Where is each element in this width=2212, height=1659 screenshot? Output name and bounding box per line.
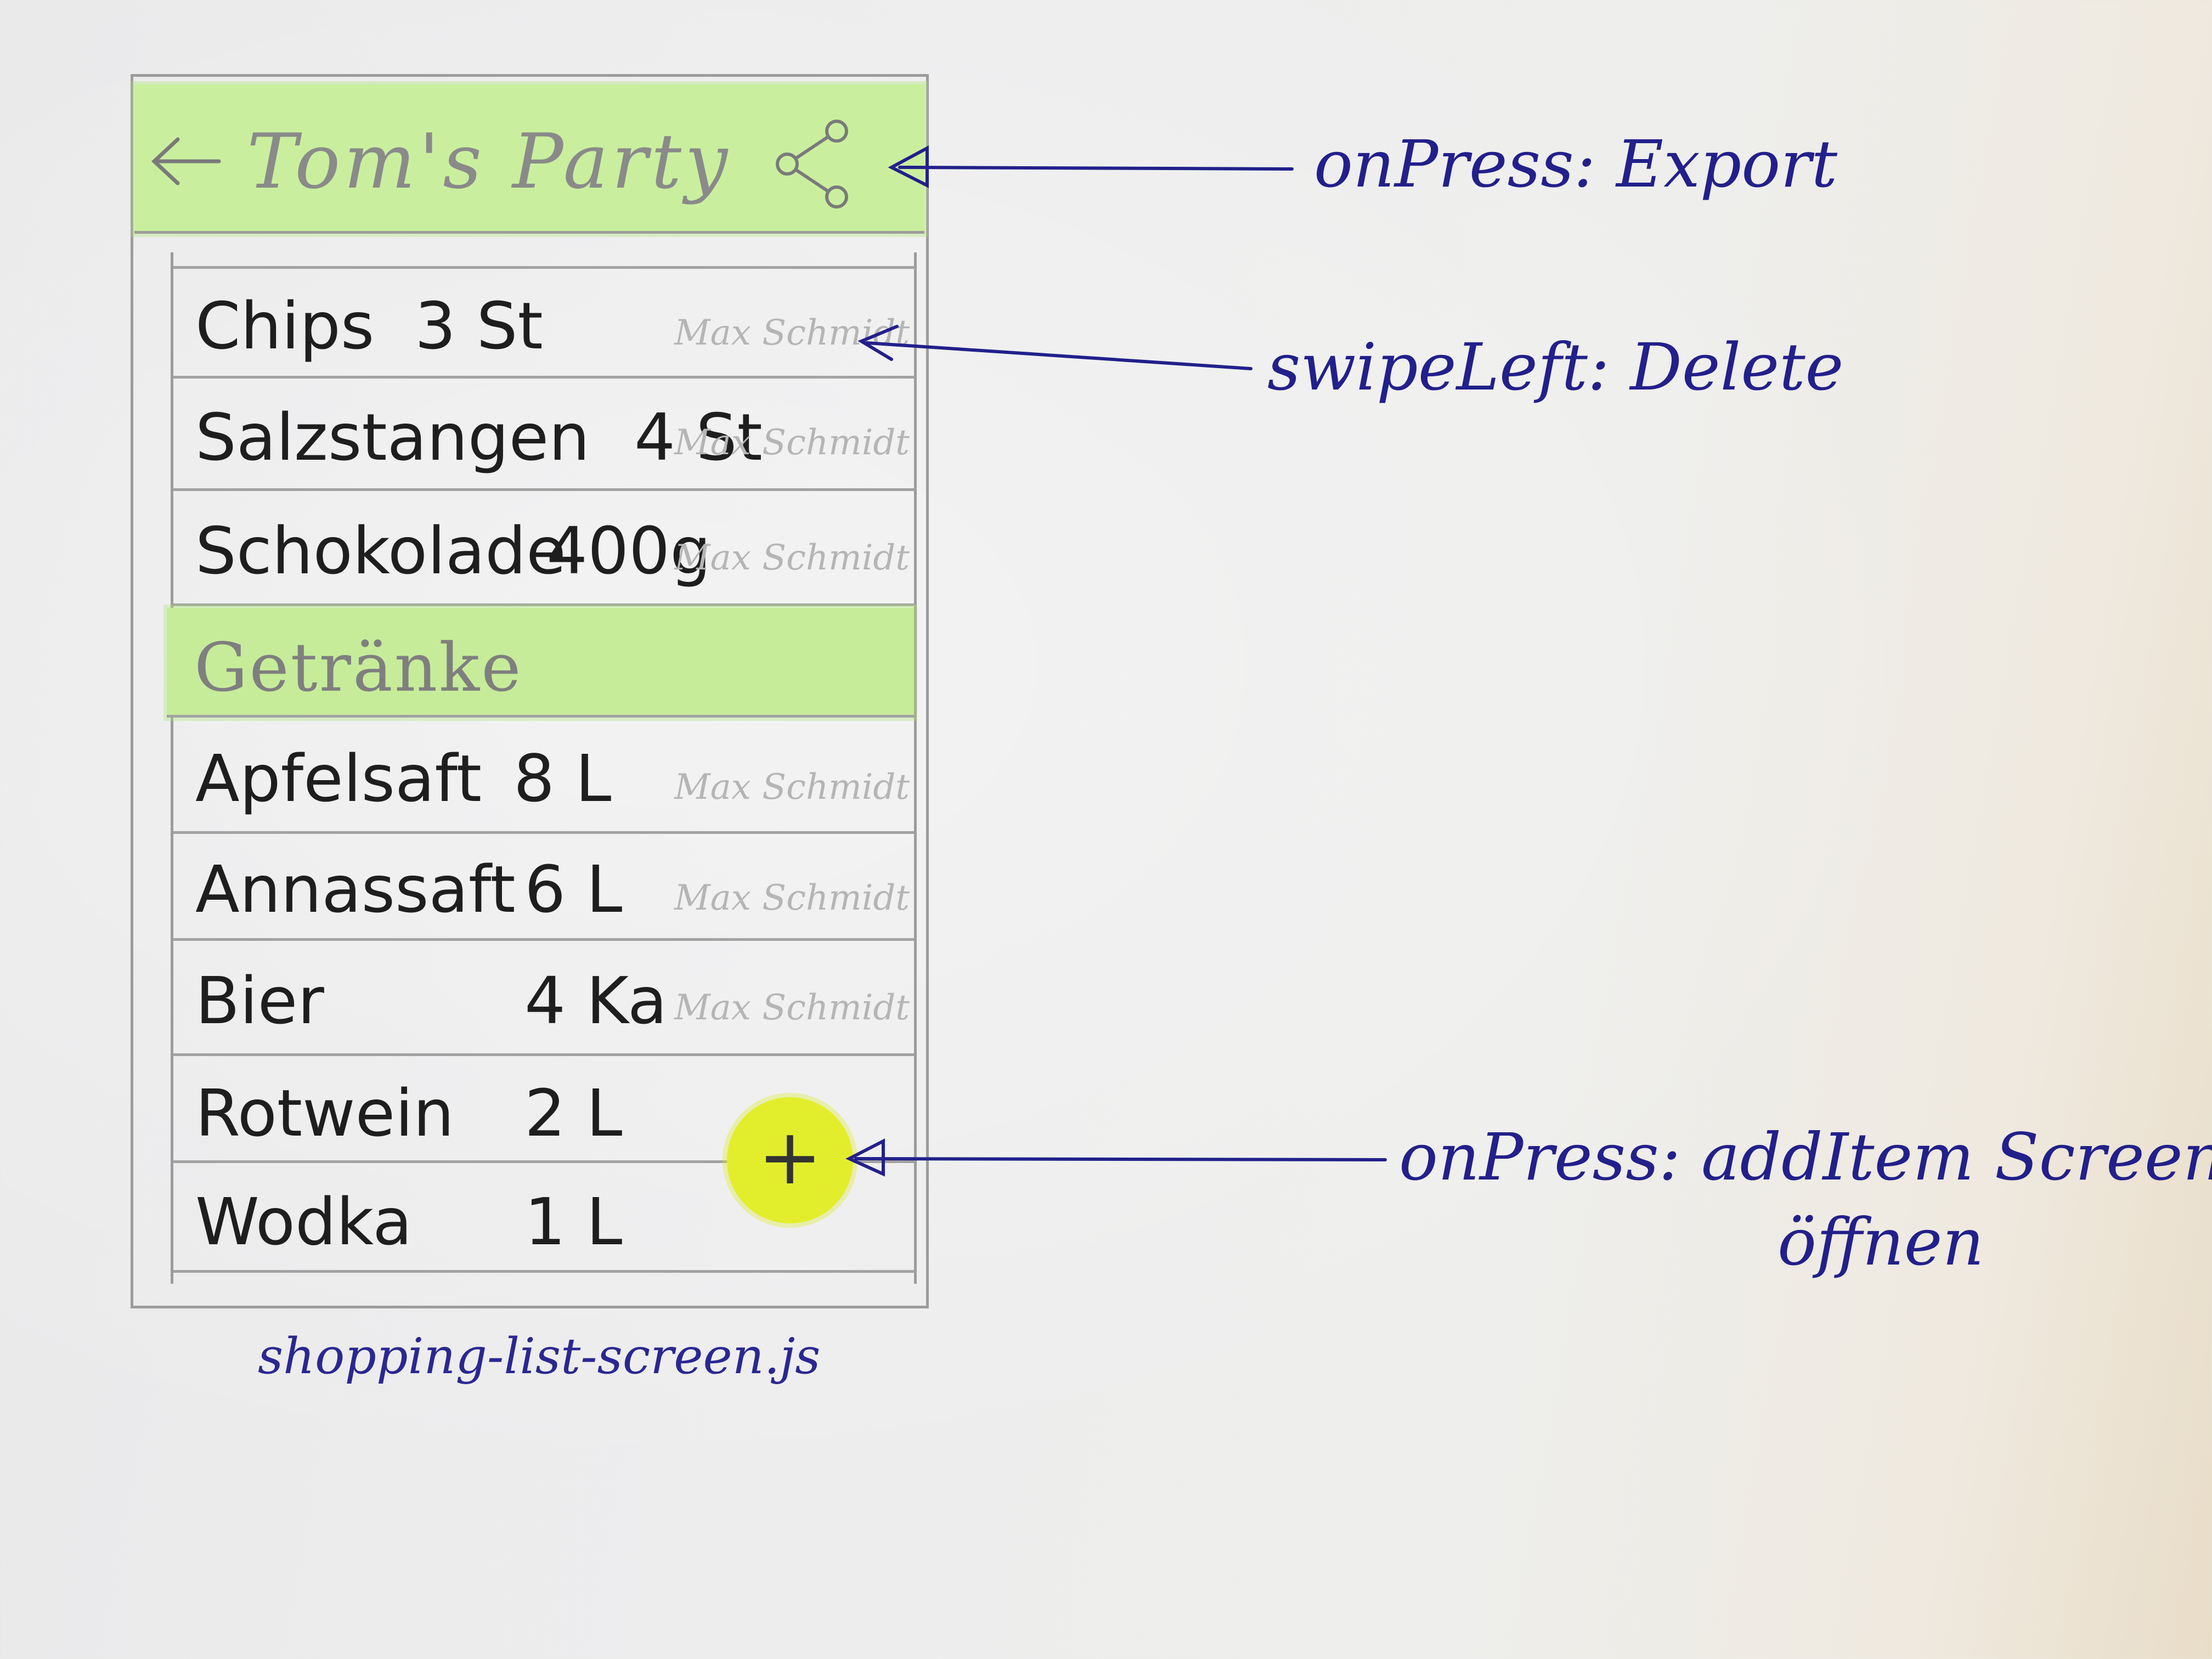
arrow-left-icon[interactable] xyxy=(148,134,224,189)
item-owner: Max Schmidt xyxy=(674,988,910,1028)
list-item[interactable]: Bier 4 Ka Max Schmidt xyxy=(173,941,915,1056)
item-quantity: 8 L xyxy=(514,741,612,816)
item-quantity: 2 L xyxy=(524,1075,623,1151)
item-owner: Max Schmidt xyxy=(674,313,910,353)
section-header-getraenke: Getränke xyxy=(167,608,914,718)
item-quantity: 4 Ka xyxy=(524,963,668,1039)
file-name-caption: shopping-list-screen.js xyxy=(258,1328,821,1385)
item-quantity: 1 L xyxy=(524,1184,623,1260)
page-title: Tom's Party xyxy=(247,117,731,206)
section-label: Getränke xyxy=(194,629,523,707)
list-item[interactable]: Salzstangen 4 St Max Schmidt xyxy=(173,379,915,491)
list-top-divider xyxy=(173,252,915,269)
annotation-delete: swipeLeft: Delete xyxy=(1267,329,1844,405)
share-icon[interactable] xyxy=(771,117,853,211)
app-bar: Tom's Party xyxy=(134,84,924,234)
item-owner: Max Schmidt xyxy=(674,538,910,578)
plus-icon: + xyxy=(758,1113,822,1202)
item-name: Apfelsaft xyxy=(195,741,482,816)
add-arrow-line xyxy=(854,1157,1387,1161)
item-name: Wodka xyxy=(195,1184,413,1260)
phone-frame: Tom's Party Chips 3 St Max Schmidt Salzs… xyxy=(131,74,929,1308)
item-name: Rotwein xyxy=(195,1075,454,1151)
shopping-list: Chips 3 St Max Schmidt Salzstangen 4 St … xyxy=(167,252,917,1284)
annotation-export: onPress: Export xyxy=(1314,126,1838,202)
item-name: Schokolade xyxy=(195,513,566,589)
list-item[interactable]: Wodka 1 L xyxy=(173,1163,915,1273)
item-name: Bier xyxy=(195,963,324,1039)
export-arrow-line xyxy=(898,166,1294,171)
item-quantity: 6 L xyxy=(524,851,623,927)
list-item[interactable]: Rotwein 2 L xyxy=(173,1056,915,1163)
list-item[interactable]: Apfelsaft 8 L Max Schmidt xyxy=(173,718,915,834)
annotation-add-item-line2: öffnen xyxy=(1778,1204,1984,1280)
item-owner: Max Schmidt xyxy=(674,767,910,808)
annotation-add-item: onPress: addItem Screen xyxy=(1399,1119,2212,1195)
item-name: Chips xyxy=(195,288,375,364)
item-quantity: 4 St xyxy=(634,399,763,475)
add-item-fab[interactable]: + xyxy=(727,1097,853,1223)
item-quantity: 400g xyxy=(546,513,712,589)
list-item[interactable]: Chips 3 St Max Schmidt xyxy=(173,269,915,379)
item-owner: Max Schmidt xyxy=(674,878,910,918)
list-item[interactable]: Schokolade 400g Max Schmidt xyxy=(173,491,915,606)
list-item[interactable]: Annassaft 6 L Max Schmidt xyxy=(173,834,915,941)
item-name: Annassaft xyxy=(195,851,516,927)
item-quantity: 3 St xyxy=(415,288,543,364)
item-owner: Max Schmidt xyxy=(674,422,910,463)
item-name: Salzstangen xyxy=(195,399,590,475)
